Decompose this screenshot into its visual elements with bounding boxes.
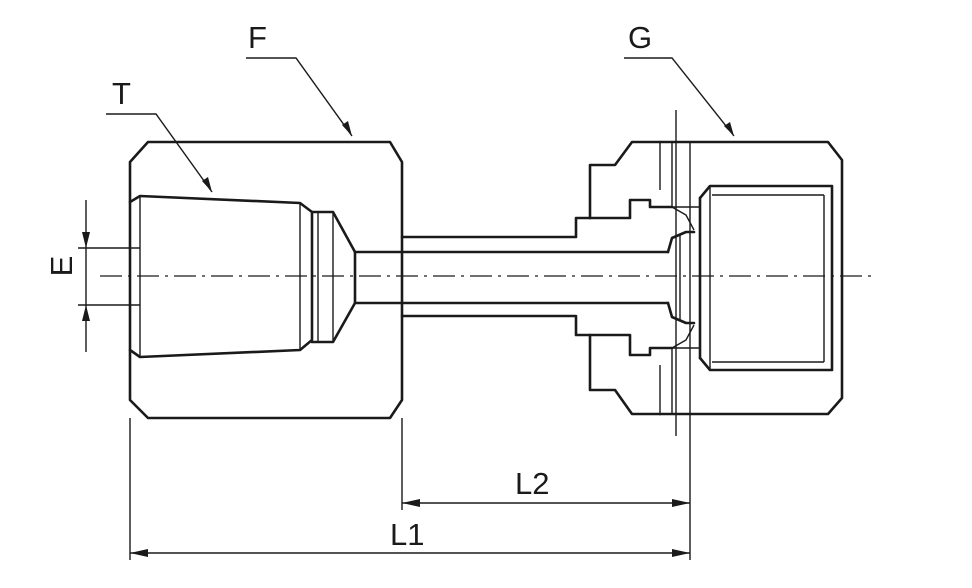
- leader-lines: [106, 57, 735, 193]
- dimension-e: [78, 200, 140, 352]
- label-f: F: [248, 20, 267, 55]
- label-l1: L1: [390, 517, 424, 552]
- label-l2: L2: [515, 466, 549, 501]
- ferrule-nut: [588, 140, 696, 416]
- label-t: T: [112, 76, 131, 111]
- dimension-lines: [129, 414, 691, 560]
- label-e: E: [44, 256, 79, 277]
- right-body: [650, 110, 844, 436]
- label-g: G: [628, 20, 652, 55]
- left-body: [128, 140, 404, 420]
- neck: [353, 216, 670, 337]
